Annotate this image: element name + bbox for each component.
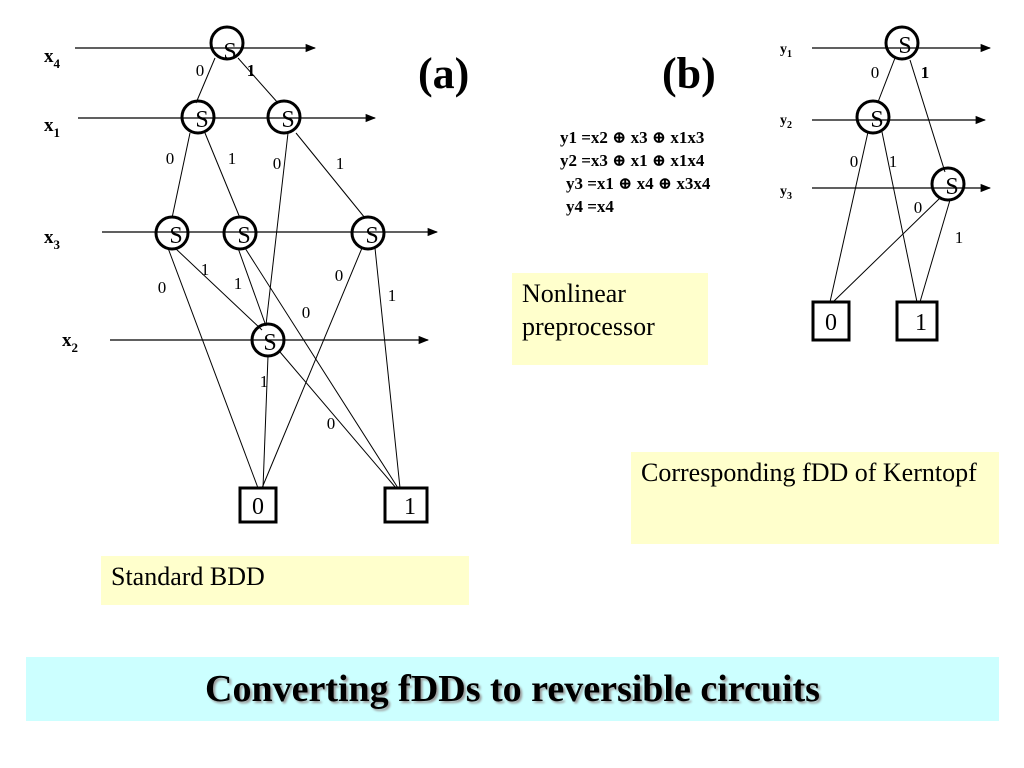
terminal-1-a bbox=[383, 486, 429, 524]
svg-text:1: 1 bbox=[921, 63, 930, 82]
panel-b-fdd: (b) y1 y2 y3 S S S bbox=[662, 25, 992, 342]
edges-b bbox=[829, 57, 951, 303]
svg-text:1: 1 bbox=[260, 372, 269, 391]
var-label-x2: x2 bbox=[62, 330, 78, 355]
panel-b-label: (b) bbox=[662, 49, 716, 98]
svg-text:1: 1 bbox=[388, 286, 397, 305]
svg-text:1: 1 bbox=[234, 274, 243, 293]
panel-a-label: (a) bbox=[418, 49, 469, 98]
node-y3 bbox=[930, 166, 966, 202]
svg-text:0: 0 bbox=[252, 494, 264, 520]
variable-lines-b bbox=[812, 43, 992, 193]
node-x3-b bbox=[222, 215, 258, 251]
terminal-1-b bbox=[895, 300, 939, 342]
nodes-a bbox=[154, 25, 386, 358]
node-x4 bbox=[209, 25, 245, 61]
var-label-y3: y3 bbox=[780, 184, 792, 202]
node-y1 bbox=[884, 25, 920, 61]
equation-y4: y4 =x4 bbox=[566, 197, 614, 216]
slide-title-bar: Converting fDDs to reversible circuits bbox=[26, 657, 999, 721]
preprocessor-note: Nonlinear preprocessor bbox=[512, 273, 708, 365]
svg-text:0: 0 bbox=[850, 152, 859, 171]
terminal-0-b bbox=[811, 300, 851, 342]
svg-text:0: 0 bbox=[158, 278, 167, 297]
equation-block: y1 =x2 ⊕ x3 ⊕ x1x3 y2 =x3 ⊕ x1 ⊕ x1x4 y3… bbox=[560, 126, 710, 218]
node-x3-c bbox=[350, 215, 386, 251]
panel-b-caption: Corresponding fDD of Kerntopf bbox=[631, 452, 999, 544]
terminals-b: 0 1 bbox=[811, 300, 939, 342]
var-label-y1: y1 bbox=[780, 42, 792, 60]
svg-text:1: 1 bbox=[955, 228, 964, 247]
svg-text:0: 0 bbox=[825, 310, 837, 336]
edge-labels-a: 0 1 0 1 0 1 0 1 1 0 1 0 1 0 bbox=[158, 61, 397, 433]
svg-text:S: S bbox=[870, 107, 883, 133]
svg-text:S: S bbox=[281, 107, 294, 133]
svg-text:1: 1 bbox=[228, 149, 237, 168]
var-label-x4: x4 bbox=[44, 46, 61, 71]
node-x1-right bbox=[266, 99, 302, 135]
svg-text:0: 0 bbox=[335, 266, 344, 285]
svg-text:S: S bbox=[898, 33, 911, 59]
var-label-x3: x3 bbox=[44, 227, 61, 252]
svg-text:1: 1 bbox=[201, 260, 210, 279]
svg-text:S: S bbox=[169, 223, 182, 249]
svg-text:0: 0 bbox=[327, 414, 336, 433]
nodes-b bbox=[855, 25, 966, 202]
slide-title: Converting fDDs to reversible circuits bbox=[205, 668, 820, 710]
svg-text:S: S bbox=[365, 223, 378, 249]
svg-text:S: S bbox=[237, 223, 250, 249]
preprocessor-note-text: Nonlinear preprocessor bbox=[522, 279, 655, 341]
svg-text:0: 0 bbox=[871, 63, 880, 82]
svg-text:S: S bbox=[223, 39, 236, 65]
equation-y3: y3 =x1 ⊕ x4 ⊕ x3x4 bbox=[566, 174, 711, 193]
panel-a-caption-text: Standard BDD bbox=[111, 562, 265, 591]
edge-labels-b: 0 1 0 1 0 1 bbox=[850, 63, 964, 247]
svg-text:1: 1 bbox=[889, 152, 898, 171]
svg-text:S: S bbox=[263, 330, 276, 356]
equation-y2: y2 =x3 ⊕ x1 ⊕ x1x4 bbox=[560, 151, 705, 170]
svg-text:1: 1 bbox=[915, 310, 927, 336]
variable-lines-a bbox=[75, 43, 439, 345]
equation-y1: y1 =x2 ⊕ x3 ⊕ x1x3 bbox=[560, 128, 705, 147]
panel-a-caption: Standard BDD bbox=[101, 556, 469, 605]
terminal-0-a bbox=[238, 486, 278, 524]
node-x2 bbox=[250, 322, 286, 358]
panel-a-bdd: (a) x4 x1 x3 x2 bbox=[44, 25, 469, 524]
panel-b-caption-text: Corresponding fDD of Kerntopf bbox=[641, 458, 977, 487]
var-label-x1: x1 bbox=[44, 115, 60, 140]
svg-text:S: S bbox=[945, 174, 958, 200]
svg-text:0: 0 bbox=[196, 61, 205, 80]
svg-text:1: 1 bbox=[404, 494, 416, 520]
svg-text:0: 0 bbox=[166, 149, 175, 168]
svg-text:1: 1 bbox=[336, 154, 345, 173]
svg-text:0: 0 bbox=[273, 154, 282, 173]
node-y2 bbox=[855, 99, 891, 135]
terminals-a: 0 1 bbox=[238, 486, 429, 524]
var-label-y2: y2 bbox=[780, 113, 792, 131]
node-x1-left bbox=[180, 99, 216, 135]
svg-text:0: 0 bbox=[914, 198, 923, 217]
edges-a bbox=[167, 57, 401, 489]
svg-text:0: 0 bbox=[302, 303, 311, 322]
svg-text:1: 1 bbox=[247, 61, 256, 80]
svg-text:S: S bbox=[195, 107, 208, 133]
node-x3-a bbox=[154, 215, 190, 251]
